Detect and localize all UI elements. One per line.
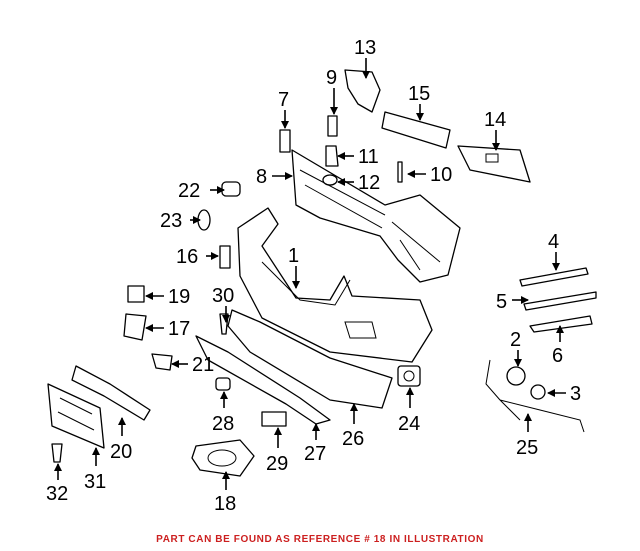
part-18-opening bbox=[207, 449, 237, 467]
callout-17: 17 bbox=[168, 318, 190, 340]
callout-2: 2 bbox=[510, 329, 521, 351]
part-14-bracket bbox=[457, 145, 531, 183]
part-32-screw bbox=[51, 443, 63, 463]
callout-14: 14 bbox=[484, 109, 506, 131]
callout-12: 12 bbox=[358, 172, 380, 194]
callout-3: 3 bbox=[570, 383, 581, 405]
callout-13: 13 bbox=[354, 37, 376, 59]
part-21-mount bbox=[151, 353, 173, 371]
part-11-nut bbox=[325, 145, 339, 167]
callout-32: 32 bbox=[46, 483, 68, 505]
callout-1: 1 bbox=[288, 245, 299, 267]
reference-caption: PART CAN BE FOUND AS REFERENCE # 18 IN I… bbox=[156, 534, 484, 545]
part-12-clip bbox=[322, 174, 338, 186]
part-6-strip bbox=[529, 315, 593, 333]
part-4-strip bbox=[519, 267, 589, 287]
part-7-bolt bbox=[279, 129, 291, 153]
callout-29: 29 bbox=[266, 453, 288, 475]
part-31-plate bbox=[47, 383, 105, 449]
callout-18: 18 bbox=[214, 493, 236, 515]
callout-19: 19 bbox=[168, 286, 190, 308]
part-15-absorber bbox=[381, 111, 451, 149]
part-10-pin bbox=[397, 161, 403, 183]
part-2-sensor bbox=[506, 366, 526, 386]
part-1-foglamp-opening bbox=[344, 321, 377, 339]
callout-6: 6 bbox=[552, 345, 563, 367]
part-22-sensor bbox=[221, 181, 241, 197]
part-9-screw bbox=[327, 115, 338, 137]
callout-24: 24 bbox=[398, 413, 420, 435]
part-17-holder bbox=[123, 313, 147, 341]
part-25-harness bbox=[485, 359, 585, 433]
part-1-cover bbox=[237, 207, 433, 363]
part-16-clip bbox=[219, 245, 231, 269]
part-18-bezel bbox=[191, 439, 255, 477]
part-13-bracket bbox=[344, 69, 381, 113]
callout-25: 25 bbox=[516, 437, 538, 459]
callout-8: 8 bbox=[256, 166, 267, 188]
part-19-mount bbox=[127, 285, 145, 303]
callout-15: 15 bbox=[408, 83, 430, 105]
callout-20: 20 bbox=[110, 441, 132, 463]
part-14-slot bbox=[485, 153, 499, 163]
part-5-strip bbox=[523, 291, 597, 311]
part-1-grille bbox=[261, 261, 351, 306]
callout-9: 9 bbox=[326, 67, 337, 89]
callout-26: 26 bbox=[342, 428, 364, 450]
part-29-clip bbox=[261, 411, 287, 427]
callout-30: 30 bbox=[212, 285, 234, 307]
part-27-spoiler bbox=[195, 335, 331, 425]
callout-31: 31 bbox=[84, 471, 106, 493]
callout-10: 10 bbox=[430, 164, 452, 186]
callout-27: 27 bbox=[304, 443, 326, 465]
callout-21: 21 bbox=[192, 354, 214, 376]
callout-4: 4 bbox=[548, 231, 559, 253]
part-31-holes bbox=[57, 397, 95, 431]
callout-22: 22 bbox=[178, 180, 200, 202]
part-26-lower bbox=[227, 309, 393, 409]
callout-7: 7 bbox=[278, 89, 289, 111]
callout-5: 5 bbox=[496, 291, 507, 313]
callout-28: 28 bbox=[212, 413, 234, 435]
part-3-sensor bbox=[530, 384, 546, 400]
callout-11: 11 bbox=[358, 146, 379, 168]
part-24-bracket bbox=[397, 365, 421, 387]
part-24-hole bbox=[403, 370, 415, 382]
part-28-grommet bbox=[215, 377, 231, 391]
callout-16: 16 bbox=[176, 246, 198, 268]
part-20-strip bbox=[71, 365, 151, 421]
part-8-ribs bbox=[299, 169, 441, 271]
callout-23: 23 bbox=[160, 210, 182, 232]
